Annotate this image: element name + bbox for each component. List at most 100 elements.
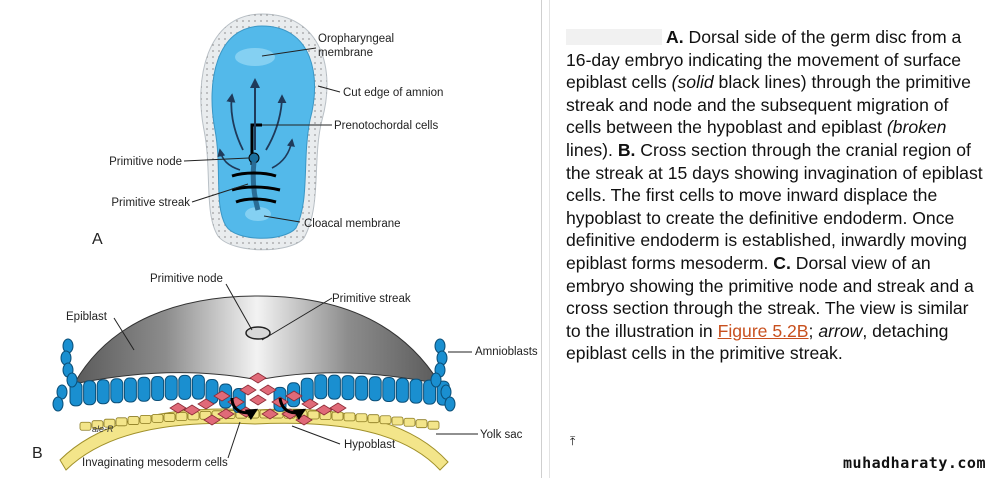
hypoblast-cell — [343, 412, 356, 422]
caption-after-link: ; — [808, 320, 819, 341]
hypoblast-cell — [403, 417, 416, 427]
label-yolk-sac: Yolk sac — [480, 429, 523, 441]
mesoderm-cells — [169, 372, 347, 426]
caption-text-c: Dorsal view of an embryo showing the pri… — [566, 252, 974, 341]
mesoderm-cell — [169, 402, 187, 414]
mesoderm-cell — [301, 398, 319, 410]
label-invaginating-mesoderm: Invaginating mesoderm cells — [82, 457, 228, 469]
embryo-illustration: Oropharyngeal membrane Cut edge of amnio… — [32, 13, 538, 471]
mesoderm-cell — [329, 402, 347, 414]
epiblast-cell — [314, 374, 328, 400]
epiblast-cell — [327, 374, 341, 400]
amnioblast-cell — [430, 372, 442, 388]
epiblast-cell — [355, 375, 369, 401]
leader-lines-b — [113, 283, 478, 459]
label-amnioblasts: Amnioblasts — [475, 346, 538, 358]
epiblast-cell — [300, 377, 314, 403]
back-to-top-icon[interactable]: ⤒ — [570, 434, 576, 448]
label-primitive-streak-b: Primitive streak — [332, 293, 411, 305]
redacted-label — [566, 29, 662, 45]
cloacal-membrane — [245, 207, 271, 221]
mesoderm-cell — [285, 390, 303, 402]
hypoblast-cell — [103, 418, 116, 428]
epiblast-cell — [382, 376, 396, 402]
hypoblast-cell — [127, 416, 140, 425]
amnioblast-cells-left — [52, 338, 78, 412]
epiblast-cell — [341, 375, 355, 401]
panel-letter-b: B — [32, 445, 43, 462]
mesoderm-cell — [259, 384, 277, 396]
label-primitive-node-a: Primitive node — [109, 156, 182, 168]
caption-text-a: Dorsal side of the germ disc from a 16-d… — [566, 27, 962, 93]
artist-signature: ale-R — [92, 424, 114, 434]
epiblast-cell — [151, 376, 165, 402]
epiblast-cell — [96, 379, 110, 405]
label-oropharyngeal-2: membrane — [318, 47, 373, 59]
amnioblast-cell — [52, 396, 64, 412]
epiblast-cells — [69, 374, 450, 414]
epiblast-surface — [211, 25, 316, 239]
epiblast-cell — [164, 375, 178, 401]
hypoblast-cell — [331, 411, 344, 421]
label-epiblast: Epiblast — [66, 311, 108, 323]
hypoblast-cell — [307, 410, 320, 420]
epiblast-cell — [409, 378, 423, 404]
hypoblast-cell — [391, 416, 404, 426]
label-prenotochordal-cells: Prenotochordal cells — [334, 120, 438, 132]
hypoblast-cell — [79, 421, 92, 431]
hypoblast-cell — [427, 420, 440, 430]
caption-letter-a: A. — [666, 27, 684, 47]
leader-lines-a — [183, 47, 341, 223]
hypoblast-cell — [151, 413, 164, 423]
panel-letter-a: A — [92, 231, 103, 248]
caption-italic-solid: (solid — [671, 72, 714, 93]
label-cut-edge-amnion: Cut edge of amnion — [343, 87, 443, 99]
mesoderm-cell — [197, 398, 215, 410]
cross-section — [52, 295, 456, 471]
label-cloacal-membrane: Cloacal membrane — [304, 218, 401, 230]
epiblast-cell — [83, 380, 97, 406]
mesoderm-cell — [249, 372, 267, 384]
mesoderm-cell — [217, 408, 235, 420]
hypoblast-cell — [367, 414, 380, 424]
epiblast-cell — [395, 377, 409, 403]
caption-tail: , detaching epiblast cells in the primit… — [566, 320, 949, 364]
epiblast-cell — [368, 376, 382, 402]
figure-caption: A. Dorsal side of the germ disc from a 1… — [566, 26, 986, 365]
amnioblast-cell — [444, 396, 456, 412]
caption-panel: A. Dorsal side of the germ disc from a 1… — [549, 0, 995, 478]
amniotic-dome — [73, 295, 442, 385]
caption-italic-broken: (broken — [886, 117, 947, 138]
oropharyngeal-membrane — [235, 48, 275, 66]
caption-letter-c: C. — [773, 252, 791, 273]
germ-disc — [200, 13, 328, 251]
caption-letter-b: B. — [617, 139, 636, 160]
hypoblast-cell — [163, 413, 176, 422]
mesoderm-cell — [249, 394, 267, 406]
amnioblast-cells-right — [430, 338, 456, 412]
figure-panel: Oropharyngeal membrane Cut edge of amnio… — [32, 0, 542, 478]
caption-text-b: Cross section through the cranial region… — [566, 139, 983, 273]
mesoderm-cell — [239, 384, 257, 396]
caption-text-a3: lines). — [566, 139, 618, 160]
hypoblast-cell — [91, 420, 104, 430]
mesoderm-cell — [183, 404, 201, 416]
figure-5-2b-link[interactable]: Figure 5.2B — [717, 320, 809, 341]
mesoderm-cell — [261, 408, 279, 420]
mesoderm-cell — [203, 414, 221, 426]
hypoblast-cell — [355, 413, 368, 423]
caption-text-a2: black lines) through the primitive strea… — [566, 72, 971, 138]
primitive-node-a — [248, 152, 260, 164]
mesoderm-cell — [213, 390, 231, 402]
label-primitive-node-b: Primitive node — [150, 273, 223, 285]
epiblast-cell — [110, 378, 124, 404]
hypoblast-cell — [139, 414, 152, 424]
amnioblast-cell — [66, 372, 78, 388]
mesoderm-cell — [315, 404, 333, 416]
hypoblast-cell — [379, 415, 392, 425]
label-hypoblast: Hypoblast — [344, 439, 396, 451]
epiblast-cell — [423, 379, 437, 405]
epiblast-cell — [137, 376, 151, 402]
site-watermark: muhadharaty.com — [843, 454, 986, 472]
caption-italic-arrow: arrow — [818, 320, 863, 341]
